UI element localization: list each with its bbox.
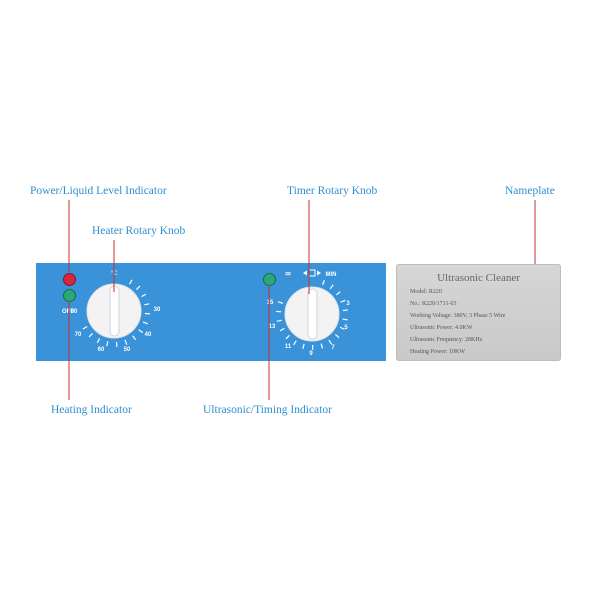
heater-dial-tick xyxy=(124,339,128,345)
timer-dial-tick xyxy=(279,327,285,332)
timer-dial-ticks xyxy=(276,279,348,351)
heater-dial-tick xyxy=(96,338,101,344)
timer-dial-tick xyxy=(277,301,284,304)
nameplate-line: No.: R220/1711-03 xyxy=(410,301,457,307)
nameplate-line: Model: R220 xyxy=(410,289,442,295)
nameplate-line: Working Voltage: 380V, 3 Phase 5 Wire xyxy=(410,313,506,319)
heater-dial-tick xyxy=(141,293,147,298)
timer-dial-tick xyxy=(334,333,340,339)
timer-knob-grip[interactable] xyxy=(307,288,318,340)
nameplate: Ultrasonic Cleaner Model: R220 No.: R220… xyxy=(396,264,561,361)
heater-scale-label: 50 xyxy=(124,347,131,353)
label-ultrasonic-timing-indicator: Ultrasonic/Timing Indicator xyxy=(203,404,332,416)
heater-dial-tick xyxy=(128,279,133,285)
timer-unit-label: MIN xyxy=(326,272,337,278)
leader-lines xyxy=(68,200,536,400)
timer-scale-label: 7 xyxy=(331,345,335,351)
timer-infinity-label: ∞ xyxy=(285,269,292,278)
heater-dial-tick xyxy=(144,303,150,306)
timer-direction-arrows xyxy=(303,269,321,277)
heater-scale-label: 40 xyxy=(145,332,152,338)
heater-scale-label: 30 xyxy=(154,307,161,313)
timer-dial-tick xyxy=(340,299,346,303)
nameplate-line: Ultrasonic Frequency: 28KHz xyxy=(410,337,483,343)
power-liquid-level-indicator-light xyxy=(63,273,76,286)
timer-dial-tick xyxy=(335,291,341,296)
heater-dial-tick xyxy=(138,329,144,334)
timer-dial-tick xyxy=(302,343,305,349)
timer-dial-tick xyxy=(293,340,297,346)
label-heating-indicator: Heating Indicator xyxy=(51,404,132,416)
timer-scale-label: 13 xyxy=(269,324,276,330)
timer-dial: ∞ MIN 3 5 7 9 11 13 15 xyxy=(267,269,351,357)
heater-dial-tick xyxy=(82,325,88,330)
timer-dial-tick xyxy=(329,284,334,290)
nameplate-line: Heating Power: 10KW xyxy=(410,349,465,355)
heater-dial: °C OFF 30 40 50 60 70 80 xyxy=(62,271,161,353)
label-power-liquid-level-indicator: Power/Liquid Level Indicator xyxy=(30,185,167,197)
heater-knob-grip[interactable] xyxy=(109,285,120,337)
nameplate-title: Ultrasonic Cleaner xyxy=(437,272,520,284)
heater-dial-tick xyxy=(106,341,109,347)
timer-scale-label: 15 xyxy=(267,300,274,306)
timer-dial-tick xyxy=(276,319,282,322)
heater-scale-label: 60 xyxy=(98,347,105,353)
heater-dial-ticks xyxy=(82,279,150,347)
heater-dial-tick xyxy=(135,285,141,290)
heater-dial-tick xyxy=(132,335,137,341)
timer-scale-label: 5 xyxy=(344,325,348,331)
heater-scale-label: 70 xyxy=(75,332,82,338)
timer-dial-tick xyxy=(320,343,324,349)
timer-dial-tick xyxy=(342,309,348,312)
timer-dial-tick xyxy=(322,279,325,286)
nameplate-line: Ultrasonic Power: 4.0KW xyxy=(410,325,473,331)
timer-dial-tick xyxy=(342,318,348,321)
timer-dial-tick xyxy=(328,339,333,345)
heater-dial-tick xyxy=(88,332,93,338)
heater-scale-label: OFF xyxy=(62,309,74,315)
heater-dial-tick xyxy=(142,321,148,325)
label-nameplate: Nameplate xyxy=(505,185,555,197)
label-heater-rotary-knob: Heater Rotary Knob xyxy=(92,225,186,237)
timer-scale-label: 3 xyxy=(346,301,350,307)
heater-scale-label: 80 xyxy=(71,309,78,315)
timer-scale-label: 11 xyxy=(285,344,292,350)
timer-dial-tick xyxy=(285,334,290,340)
timer-scale-label: 9 xyxy=(309,351,313,357)
label-timer-rotary-knob: Timer Rotary Knob xyxy=(287,185,378,197)
timer-dial-tick xyxy=(339,326,345,330)
